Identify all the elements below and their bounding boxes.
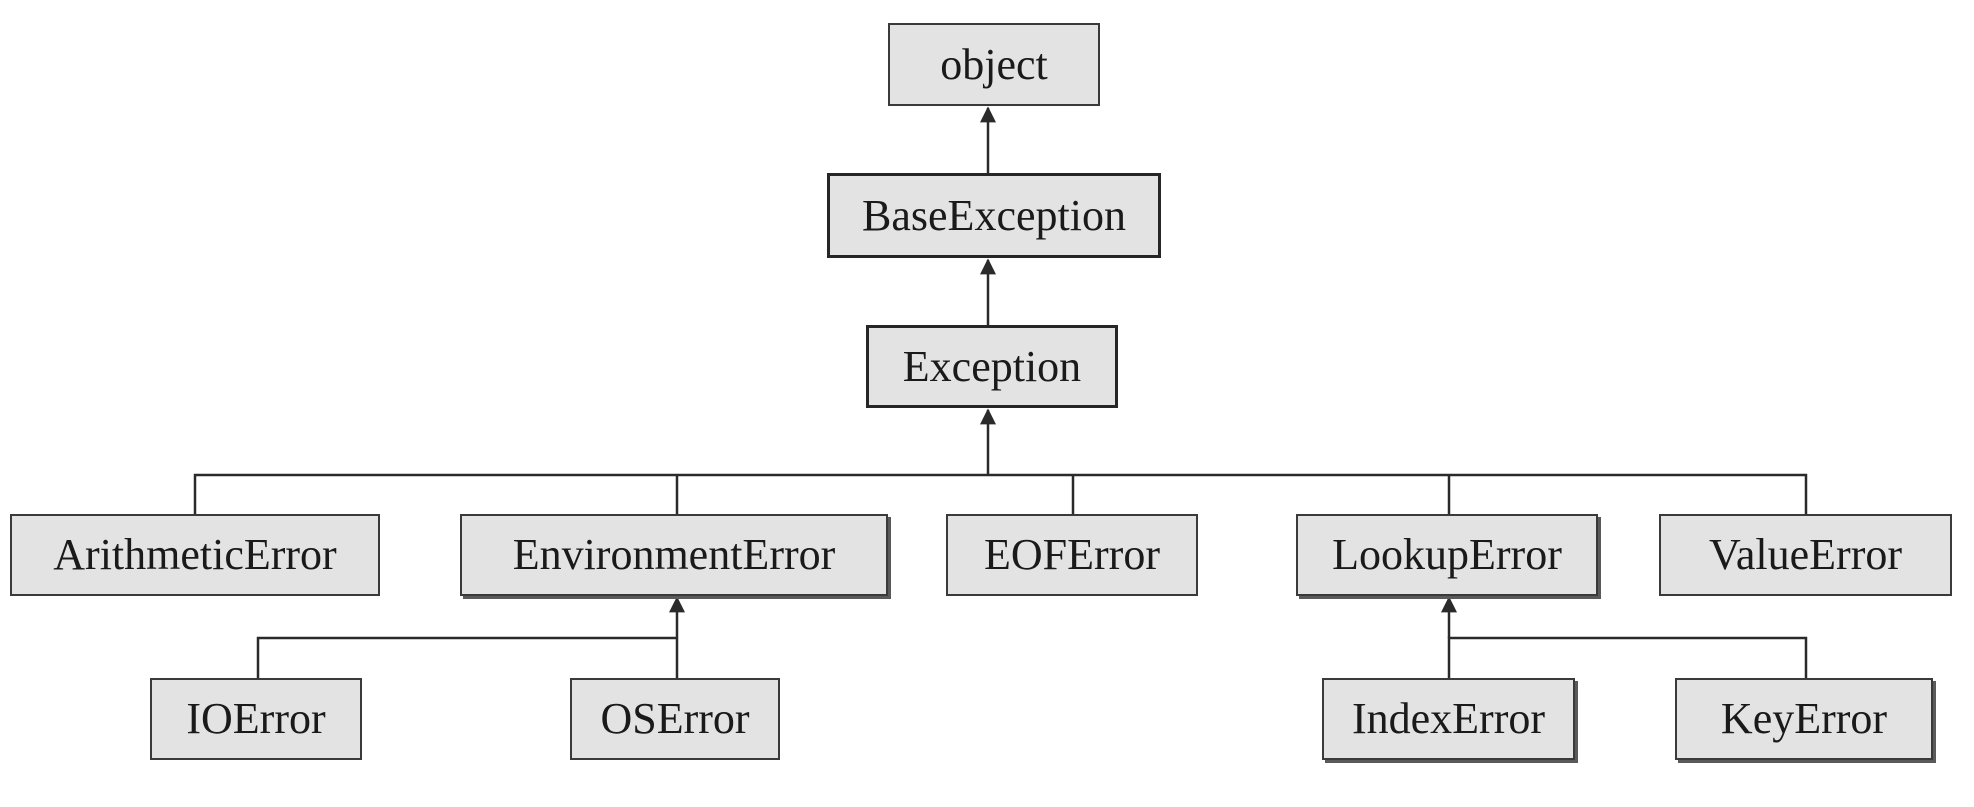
node-arithmeticerror[interactable]: ArithmeticError xyxy=(10,514,380,596)
node-valueerror[interactable]: ValueError xyxy=(1659,514,1952,596)
node-exception[interactable]: Exception xyxy=(866,325,1118,408)
node-baseexception[interactable]: BaseException xyxy=(827,173,1161,258)
node-ioerror[interactable]: IOError xyxy=(150,678,362,760)
node-environmenterror[interactable]: EnvironmentError xyxy=(460,514,888,596)
node-oserror[interactable]: OSError xyxy=(570,678,780,760)
edge-level3-bus xyxy=(193,473,1808,514)
node-eoferror[interactable]: EOFError xyxy=(946,514,1198,596)
edge-environment-subtree xyxy=(256,636,679,678)
node-lookuperror[interactable]: LookupError xyxy=(1296,514,1598,596)
edge-lookup-subtree xyxy=(1447,636,1808,678)
node-object[interactable]: object xyxy=(888,23,1100,106)
node-keyerror[interactable]: KeyError xyxy=(1675,678,1933,760)
node-indexerror[interactable]: IndexError xyxy=(1322,678,1575,760)
